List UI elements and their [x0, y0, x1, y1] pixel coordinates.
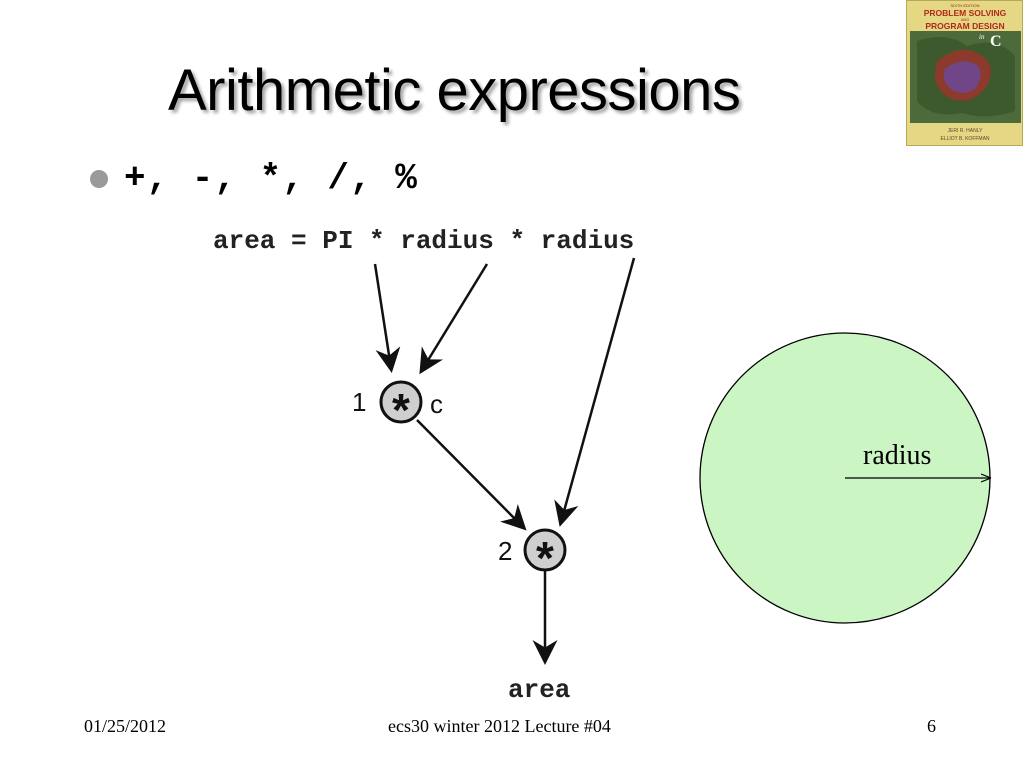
op1-symbol: *: [392, 384, 410, 436]
arrow-radius1-to-op1: [419, 263, 489, 375]
bullet-item: +, -, *, /, %: [90, 158, 418, 199]
book-lang: C: [990, 33, 1002, 50]
op1-tag: c: [430, 389, 443, 419]
footer-date: 01/25/2012: [84, 716, 167, 736]
operators-list: +, -, *, /, %: [124, 158, 418, 199]
op2-symbol: *: [536, 532, 554, 584]
footer-page-number: 6: [927, 716, 936, 736]
book-edition: SIXTH EDITION: [950, 3, 979, 8]
book-and: AND: [961, 17, 970, 22]
op1-step-label: 1: [352, 387, 366, 417]
book-in: in: [979, 33, 985, 41]
book-title-line2: PROGRAM DESIGN: [925, 21, 1004, 31]
book-author1: JERI R. HANLY: [948, 128, 984, 134]
footer-course: ecs30 winter 2012 Lecture #04: [388, 716, 611, 736]
book-cover-art: SIXTH EDITION PROBLEM SOLVING AND PROGRA…: [910, 3, 1021, 142]
expression-code: area = PI * radius * radius: [213, 226, 634, 256]
slide-title: Arithmetic expressions: [168, 58, 741, 123]
op1-node: [379, 380, 423, 424]
bullet-dot-icon: [90, 169, 108, 188]
op2-node: [523, 528, 567, 572]
book-title-line1: PROBLEM SOLVING: [924, 8, 1007, 18]
arrow-radius2-to-op2: [554, 257, 636, 527]
op2-step-label: 2: [498, 536, 512, 566]
radius-label: radius: [863, 440, 931, 471]
arrow-op1-to-op2: [416, 419, 527, 531]
result-variable: area: [508, 675, 570, 705]
book-cover-image: SIXTH EDITION PROBLEM SOLVING AND PROGRA…: [906, 0, 1023, 146]
arrow-pi-to-op1: [373, 263, 401, 373]
book-author2: ELLIOT B. KOFFMAN: [940, 136, 989, 142]
